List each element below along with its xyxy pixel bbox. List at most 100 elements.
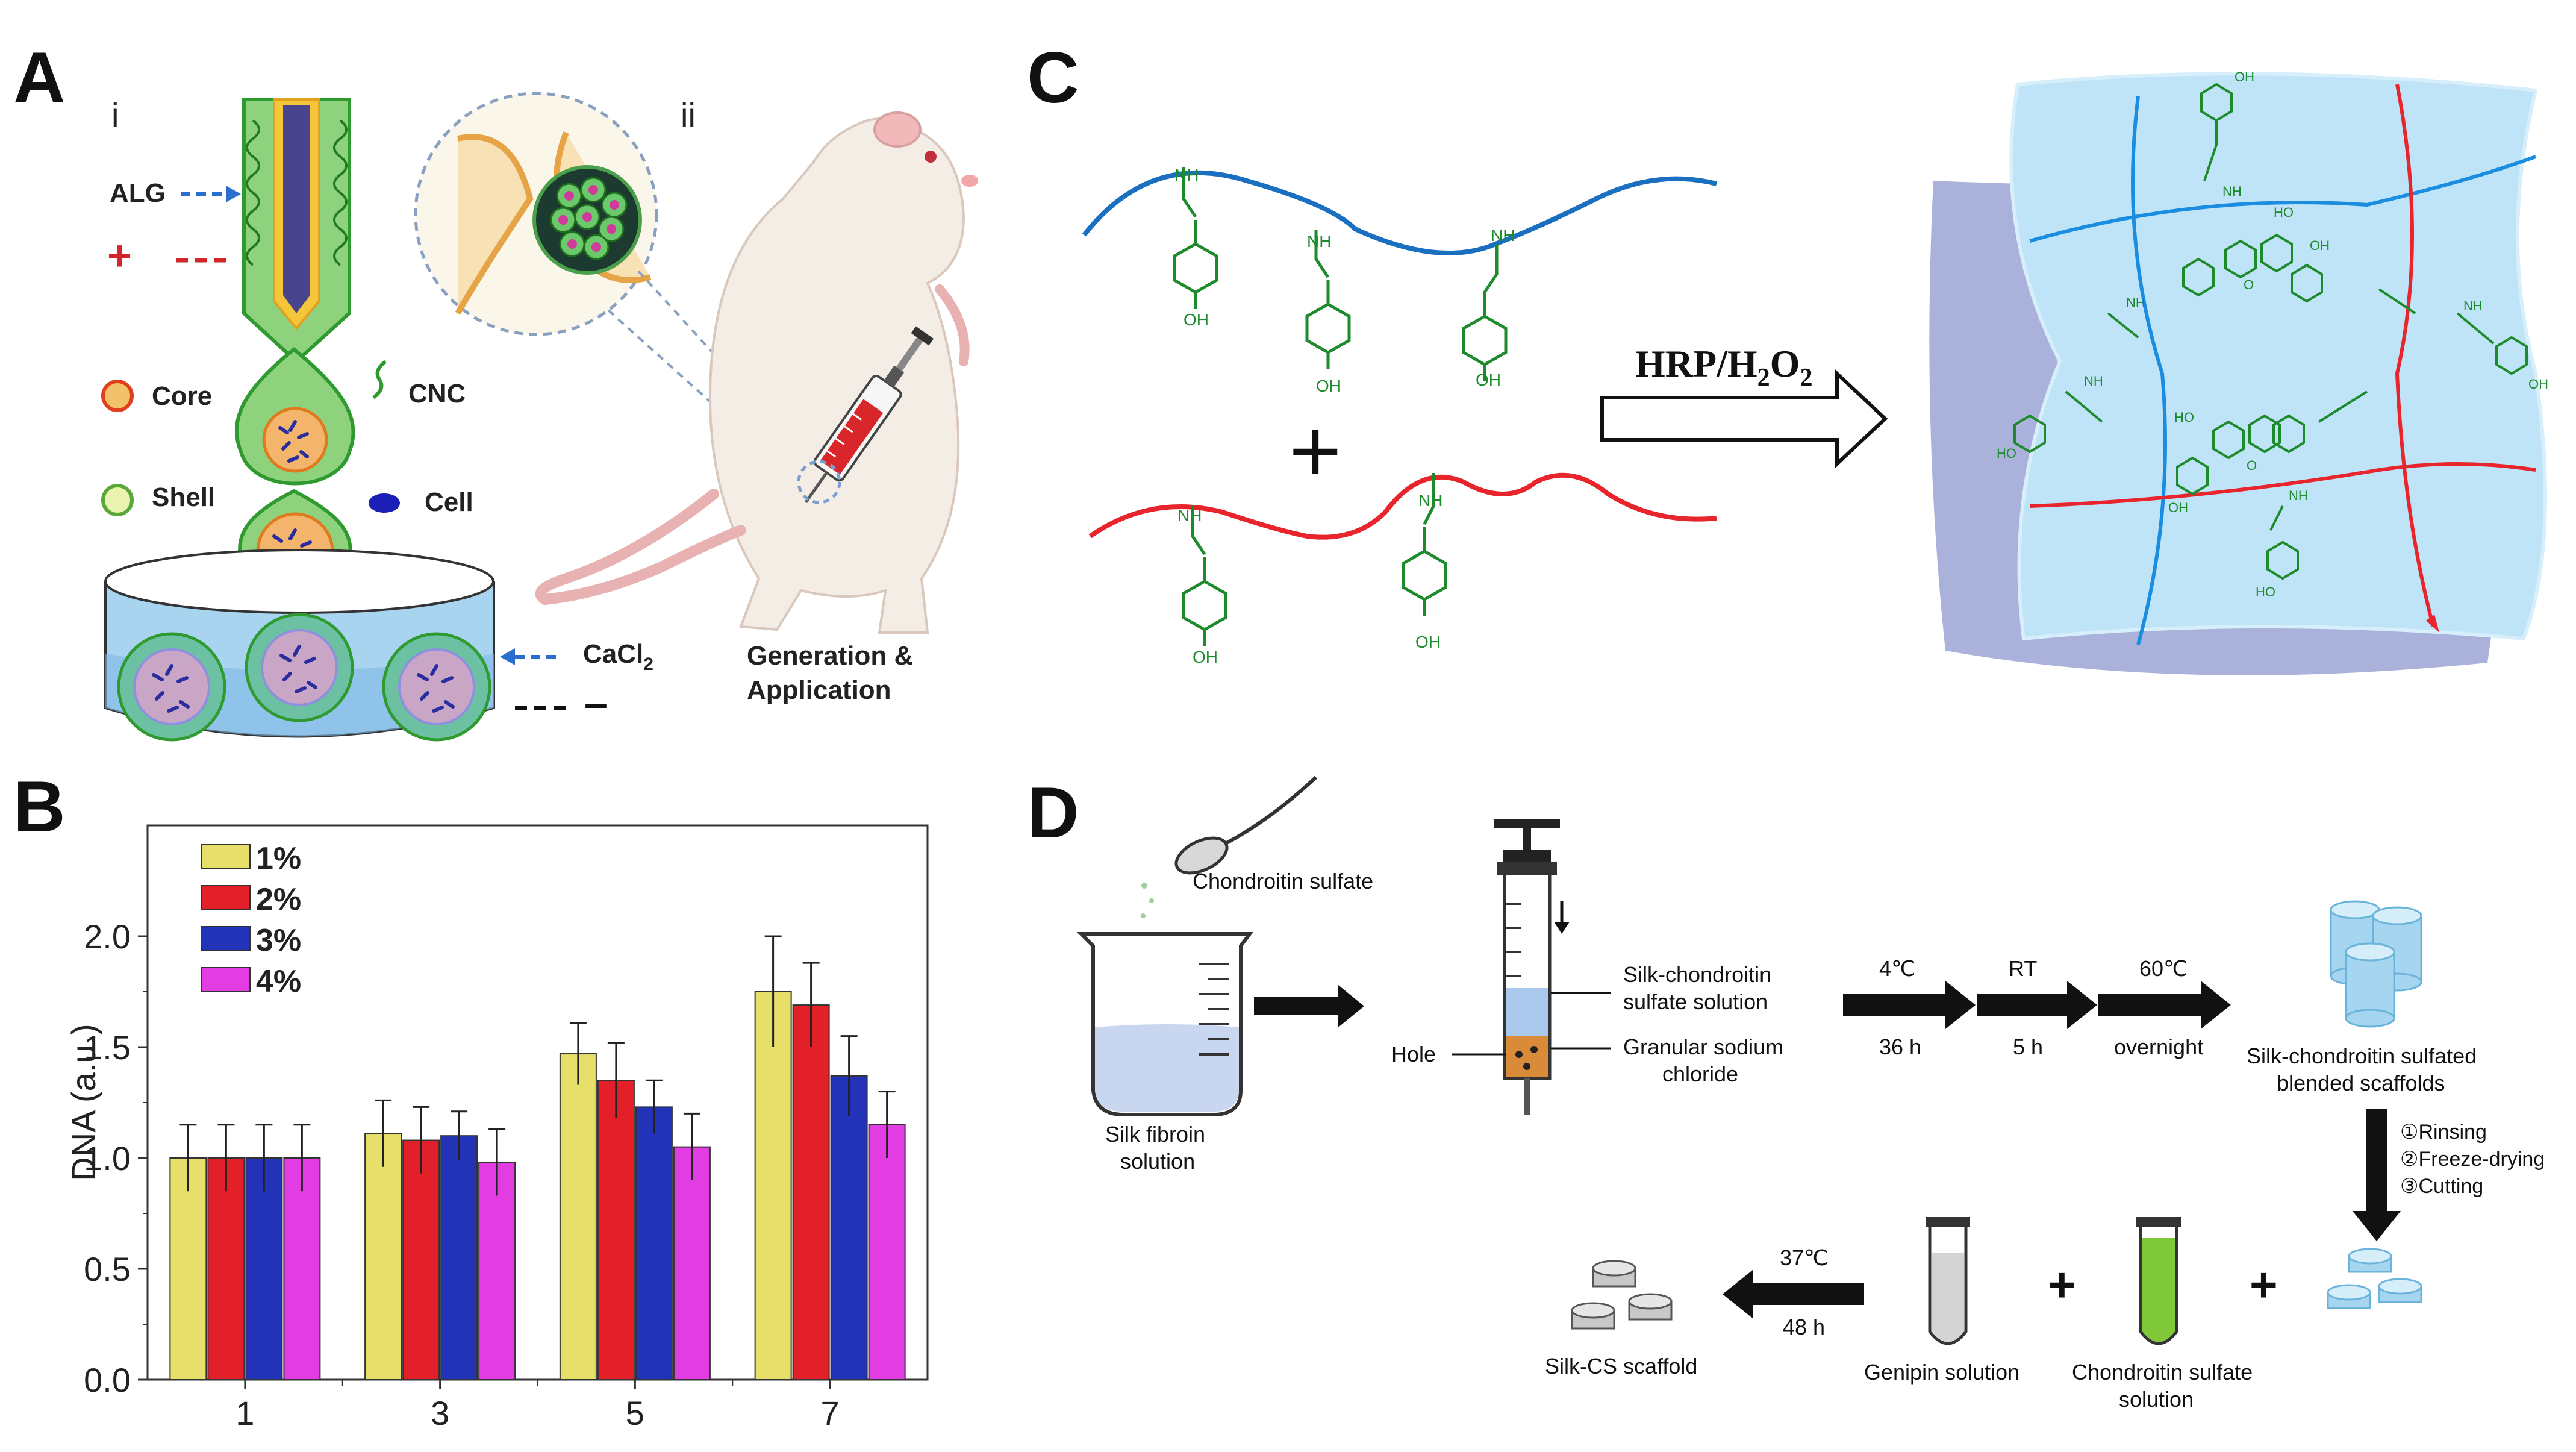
- step1-temp: 4℃: [1879, 956, 1915, 981]
- bar: [364, 1133, 402, 1381]
- bar: [559, 1053, 597, 1381]
- process-arrow-icon: [1723, 1270, 1864, 1318]
- syringe-icon: [1494, 819, 1570, 1115]
- panel-d-process-diagram: Chondroitin sulfate Silk fibroin solutio…: [1076, 775, 2545, 1412]
- x-tick-label: 3: [431, 1394, 449, 1432]
- x-tick-label: 7: [821, 1394, 840, 1432]
- panel-letter-d: D: [1027, 772, 1079, 853]
- subpanel-ii-label: ii: [681, 96, 696, 134]
- bar: [597, 1080, 635, 1380]
- process-arrow-icon: [1977, 981, 2097, 1029]
- generation-label-line2: Application: [747, 675, 891, 705]
- bar: [478, 1162, 516, 1380]
- legend-label: 3%: [256, 923, 301, 958]
- scaffold-cylinders-icon: [2330, 900, 2422, 1028]
- y-axis-label: DNA (a.u.): [64, 1024, 102, 1181]
- x-tick-label: 1: [235, 1394, 254, 1432]
- step2-temp: RT: [2009, 956, 2037, 981]
- bar: [830, 1075, 868, 1381]
- x-tick-label: 5: [626, 1394, 644, 1432]
- blended-scaffolds-label-2: blended scaffolds: [2277, 1071, 2445, 1095]
- syringe-icon: [805, 326, 934, 503]
- legend-label: 4%: [256, 964, 301, 999]
- nh-label: NH: [1418, 491, 1442, 510]
- plus-sign-2: +: [2250, 1258, 2278, 1312]
- bar: [402, 1139, 440, 1380]
- joint-icon: [414, 92, 826, 495]
- bar: [169, 1157, 207, 1380]
- cs-solution-label-2: solution: [2119, 1387, 2194, 1412]
- beaker-icon: [1076, 932, 1253, 1116]
- panel-a: A i ii ALG + Core CNC: [0, 0, 1024, 771]
- subpanel-i-label: i: [111, 96, 119, 134]
- oh-label: OH: [2235, 69, 2254, 84]
- nh-label: NH: [1491, 226, 1515, 245]
- hydrogel-network-icon: OH NH HO OH O NH NH OH HO NH HO OH O NH …: [1929, 69, 2548, 675]
- y-tick-label: 0.0: [84, 1361, 131, 1399]
- nh-label: NH: [2222, 184, 2242, 199]
- genipin-label: Genipin solution: [1864, 1360, 2019, 1385]
- red-plus-label: +: [107, 232, 132, 279]
- legend-swatch: [201, 926, 251, 951]
- silk-cs-scaffold-label: Silk-CS scaffold: [1545, 1354, 1697, 1378]
- bar: [673, 1146, 711, 1380]
- panel-letter-c: C: [1027, 37, 1079, 118]
- process-arrow-icon: [1254, 985, 1364, 1027]
- bar: [754, 991, 792, 1380]
- freeze-drying-step: ②Freeze-drying: [2400, 1148, 2545, 1171]
- minus-label: –: [584, 679, 608, 726]
- legend-label: 1%: [256, 841, 301, 876]
- petri-dish-icon: [104, 549, 495, 742]
- svg-text:HRP/H2O2: HRP/H2O2: [1635, 342, 1812, 392]
- bar: [868, 1124, 906, 1380]
- spoon-icon: [1141, 775, 1318, 918]
- silk-cs-solution-label-1: Silk-chondroitin: [1623, 962, 1771, 987]
- droplet-icon: [235, 347, 355, 486]
- rat-icon: [535, 111, 978, 634]
- process-arrow-icon: [2098, 981, 2231, 1029]
- legend-label: 2%: [256, 882, 301, 917]
- bar: [440, 1135, 478, 1380]
- silk-fibroin-label-1: Silk fibroin: [1105, 1122, 1205, 1147]
- generation-label-line1: Generation &: [747, 641, 913, 671]
- silk-fibroin-label-2: solution: [1120, 1149, 1195, 1174]
- panel-a-illustration: i ii ALG + Core CNC S: [101, 92, 978, 742]
- oh-label: OH: [1476, 371, 1501, 389]
- step2-time: 5 h: [2013, 1034, 2043, 1059]
- legend-swatch: [201, 885, 251, 910]
- process-arrow-icon: [1843, 981, 1976, 1029]
- bar: [792, 1004, 830, 1380]
- y-tick-label: 0.5: [84, 1250, 131, 1288]
- cell-label: Cell: [425, 487, 473, 517]
- reaction-arrow-icon: [1600, 369, 1888, 468]
- reaction-subscript-2: 2: [1800, 364, 1812, 392]
- panel-c-illustration: NH NH NH OH OH OH + NH NH OH OH HRP/H2O2: [1082, 69, 2548, 675]
- bar: [635, 1106, 673, 1380]
- legend-swatch: [201, 844, 251, 869]
- process-arrow-icon: [2353, 1109, 2401, 1241]
- cutting-step: ③Cutting: [2400, 1175, 2483, 1198]
- oh-label: OH: [1193, 648, 1218, 666]
- step3-temp: 60℃: [2139, 956, 2188, 981]
- step4-temp: 37℃: [1780, 1245, 1828, 1270]
- panel-c: C NH NH NH OH OH OH +: [994, 0, 2576, 753]
- nh-label: NH: [2463, 298, 2483, 313]
- nh-label: NH: [1177, 506, 1202, 525]
- silk-cs-solution-label-2: sulfate solution: [1623, 989, 1768, 1014]
- y-tick-label: 1.0: [84, 1139, 131, 1177]
- alg-label: ALG: [110, 178, 166, 208]
- nh-label: NH: [1174, 166, 1199, 184]
- oh-label: OH: [2528, 377, 2548, 392]
- reaction-subscript-1: 2: [1757, 364, 1770, 392]
- oh-label: OH: [1415, 633, 1441, 651]
- reaction-label: HRP/H: [1635, 342, 1757, 385]
- panel-d: D Chondroitin sulfate Silk fibroin solut…: [994, 753, 2576, 1449]
- cs-solution-label-1: Chondroitin sulfate: [2072, 1360, 2253, 1385]
- nh-label: NH: [2289, 488, 2308, 503]
- combine-plus: +: [1289, 400, 1342, 501]
- ho-label: HO: [2274, 205, 2294, 220]
- svg-text:CaCl2: CaCl2: [583, 639, 653, 674]
- rinsing-step: ①Rinsing: [2400, 1121, 2487, 1144]
